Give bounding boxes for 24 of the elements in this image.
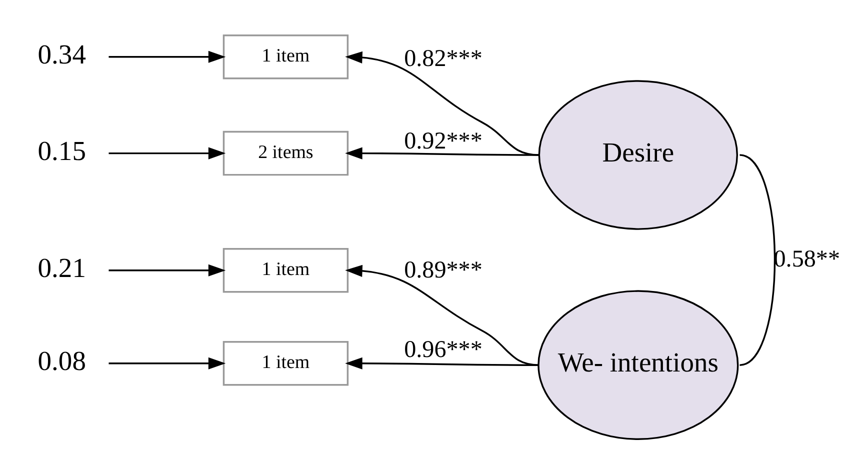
node-ellipse: We- intentions — [538, 290, 739, 440]
node-ellipse: Desire — [538, 80, 738, 230]
arrow — [108, 356, 226, 369]
node-text: 0.08 — [38, 344, 86, 376]
arrow — [108, 146, 226, 159]
node-text: 0.21 — [38, 251, 86, 282]
edge-label: 0.82*** — [404, 45, 482, 72]
arrow — [345, 264, 539, 366]
arrow — [108, 50, 226, 62]
node-text: 0.34 — [38, 38, 86, 69]
edge-label: 0.89*** — [404, 257, 482, 284]
edge-label: 0.96*** — [404, 336, 482, 362]
node-text: 0.15 — [38, 134, 86, 166]
node-box: 1 item — [222, 34, 349, 79]
node-box: 1 item — [222, 248, 349, 292]
node-box: 1 item — [222, 340, 349, 386]
arrow — [345, 356, 539, 369]
arrow — [345, 50, 539, 156]
edge-label: 0.92*** — [404, 128, 482, 154]
node-box: 2 items — [222, 130, 349, 176]
arrow — [108, 264, 226, 276]
arrow — [345, 146, 539, 159]
edge-label: 0.58** — [774, 246, 840, 272]
connector — [739, 154, 776, 366]
